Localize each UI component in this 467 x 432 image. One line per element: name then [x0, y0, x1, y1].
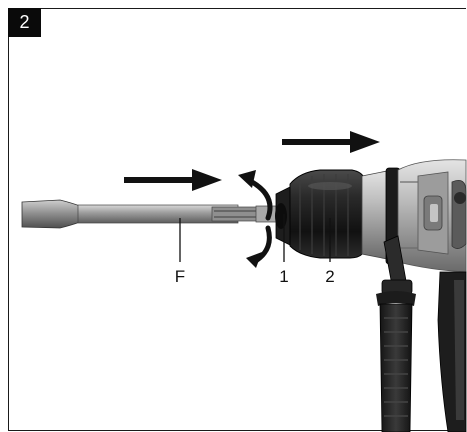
curved-rotate-arrow-icon: [238, 170, 273, 268]
locking-sleeve: [289, 169, 365, 259]
main-handle: [437, 271, 467, 432]
auxiliary-handle: [376, 235, 416, 432]
tool-housing: [361, 159, 467, 273]
figure-number-badge: 2: [8, 8, 41, 37]
callout-1: 1: [279, 267, 288, 286]
callout-2: 2: [325, 267, 334, 286]
arrow-right-icon: [124, 169, 222, 191]
arrow-right-icon: [282, 131, 380, 153]
chisel-bit: [21, 199, 277, 229]
callout-f: F: [175, 267, 185, 286]
